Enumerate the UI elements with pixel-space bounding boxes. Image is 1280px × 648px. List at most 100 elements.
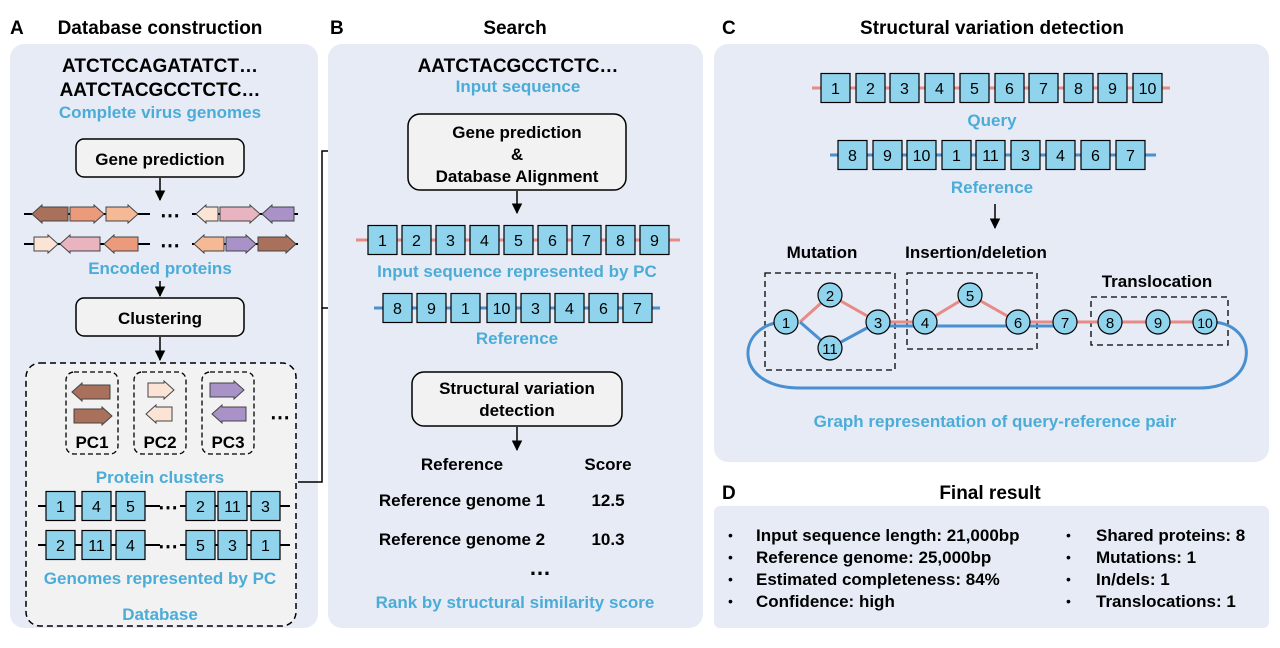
node-9	[1145, 309, 1171, 335]
reference-pc-box-label: 7	[633, 301, 642, 318]
reference-pc-box-label: 9	[427, 301, 436, 318]
bullet: •	[1066, 549, 1071, 565]
node-5	[957, 282, 983, 308]
query-box	[1132, 72, 1163, 104]
ellipsis-1: ⋯	[160, 205, 180, 227]
genomes-pc-label: Genomes represented by PC	[44, 569, 276, 588]
db-row2-box	[81, 529, 112, 561]
encoded-protein-arrows	[31, 203, 297, 255]
db-row2-box-label: 5	[196, 538, 205, 555]
gene-arrow-icon	[225, 233, 257, 255]
gene-arrow-icon	[147, 379, 175, 401]
reference-pc-box	[450, 292, 481, 324]
gene-arrow-icon	[71, 381, 111, 403]
db-ellipsis-1: ⋯	[158, 497, 178, 519]
input-pc-box-label: 5	[514, 233, 523, 250]
result-name-1: Reference genome 1	[379, 491, 545, 510]
panel-a: A Database construction ATCTCCAGATATCT… …	[10, 18, 318, 628]
graph-nodes: 1 2 3 11 4 5 6 7 8 9 10	[773, 282, 1218, 361]
gp-line-1: Gene prediction	[452, 123, 581, 142]
protein-clusters-label: Protein clusters	[96, 468, 225, 487]
node-10	[1192, 309, 1218, 335]
panel-d-background	[714, 506, 1269, 628]
db-row2-box-label: 1	[261, 538, 270, 555]
genome-sequence-1: ATCTCCAGATATCT…	[62, 56, 258, 77]
reference-c-box-label: 8	[848, 148, 857, 165]
query-box	[994, 72, 1025, 104]
rank-label: Rank by structural similarity score	[376, 593, 655, 612]
reference-label-b: Reference	[476, 329, 558, 348]
gp-line-2: &	[511, 145, 523, 164]
gene-arrow-icon	[103, 233, 139, 255]
bullet: •	[728, 571, 733, 587]
reference-pc-box-label: 10	[493, 301, 511, 318]
db-row2-box-label: 3	[228, 538, 237, 555]
reference-pc-box	[520, 292, 551, 324]
indel-box	[906, 272, 1038, 350]
reference-c-box-label: 7	[1126, 148, 1135, 165]
result-name-2: Reference genome 2	[379, 530, 545, 549]
input-pc-box-label: 7	[582, 233, 591, 250]
reference-c-box-label: 4	[1056, 148, 1065, 165]
pc1-box	[65, 371, 119, 455]
gene-arrow-icon	[73, 405, 113, 427]
reference-pc-box-label: 8	[393, 301, 402, 318]
input-pc-box	[503, 224, 534, 256]
result-mutations: Mutations: 1	[1096, 548, 1196, 567]
column-score: Score	[584, 455, 631, 474]
pc1-label: PC1	[75, 433, 108, 452]
reference-pc-box-label: 6	[599, 301, 608, 318]
reference-label-c: Reference	[951, 178, 1033, 197]
reference-pc-box-label: 1	[461, 301, 470, 318]
input-pc-box-label: 3	[446, 233, 455, 250]
gene-arrow-icon	[211, 403, 247, 425]
query-box-label: 3	[900, 81, 909, 98]
db-row1-box-label: 4	[92, 499, 101, 516]
query-box-label: 2	[866, 81, 875, 98]
reference-c-box	[975, 139, 1006, 171]
reference-c-box	[941, 139, 972, 171]
query-box	[924, 72, 955, 104]
gene-arrow-icon	[219, 203, 261, 225]
query-box-label: 4	[935, 81, 944, 98]
gene-arrow-icon	[33, 233, 59, 255]
node-11	[817, 335, 843, 361]
node-6-label: 6	[1014, 315, 1022, 332]
input-pc-box	[401, 224, 432, 256]
pc3-box	[201, 371, 255, 455]
gene-arrow-icon	[209, 379, 245, 401]
input-pc-box-label: 2	[412, 233, 421, 250]
result-indels: In/dels: 1	[1096, 570, 1170, 589]
reference-pc-box	[486, 292, 517, 324]
gene-arrow-icon	[145, 403, 173, 425]
reference-pc-box	[554, 292, 585, 324]
panel-c-letter: C	[722, 18, 736, 39]
reference-c-box	[872, 139, 903, 171]
node-3	[865, 309, 891, 335]
panel-b-letter: B	[330, 18, 344, 39]
complete-genomes-label: Complete virus genomes	[59, 103, 261, 122]
query-box-label: 5	[970, 81, 979, 98]
query-box	[959, 72, 990, 104]
panel-b: B Search AATCTACGCCTCTC… Input sequence …	[328, 18, 703, 628]
query-box-label: 1	[831, 81, 840, 98]
node-11-label: 11	[822, 341, 838, 358]
node-4-label: 4	[921, 315, 929, 332]
reference-loop-path	[746, 320, 1248, 390]
input-sequence: AATCTACGCCTCTC…	[418, 56, 619, 77]
result-completeness: Estimated completeness: 84%	[756, 570, 1000, 589]
database-box	[25, 362, 297, 627]
node-2	[817, 282, 843, 308]
gene-arrow-icon	[261, 203, 295, 225]
panel-b-title: Search	[483, 18, 546, 39]
query-box-label: 6	[1005, 81, 1014, 98]
query-box	[855, 72, 886, 104]
sv-line-1: Structural variation	[439, 379, 595, 398]
pc3-label: PC3	[211, 433, 244, 452]
reference-c-box	[1115, 139, 1146, 171]
database-label: Database	[122, 605, 198, 624]
bullet: •	[1066, 571, 1071, 587]
